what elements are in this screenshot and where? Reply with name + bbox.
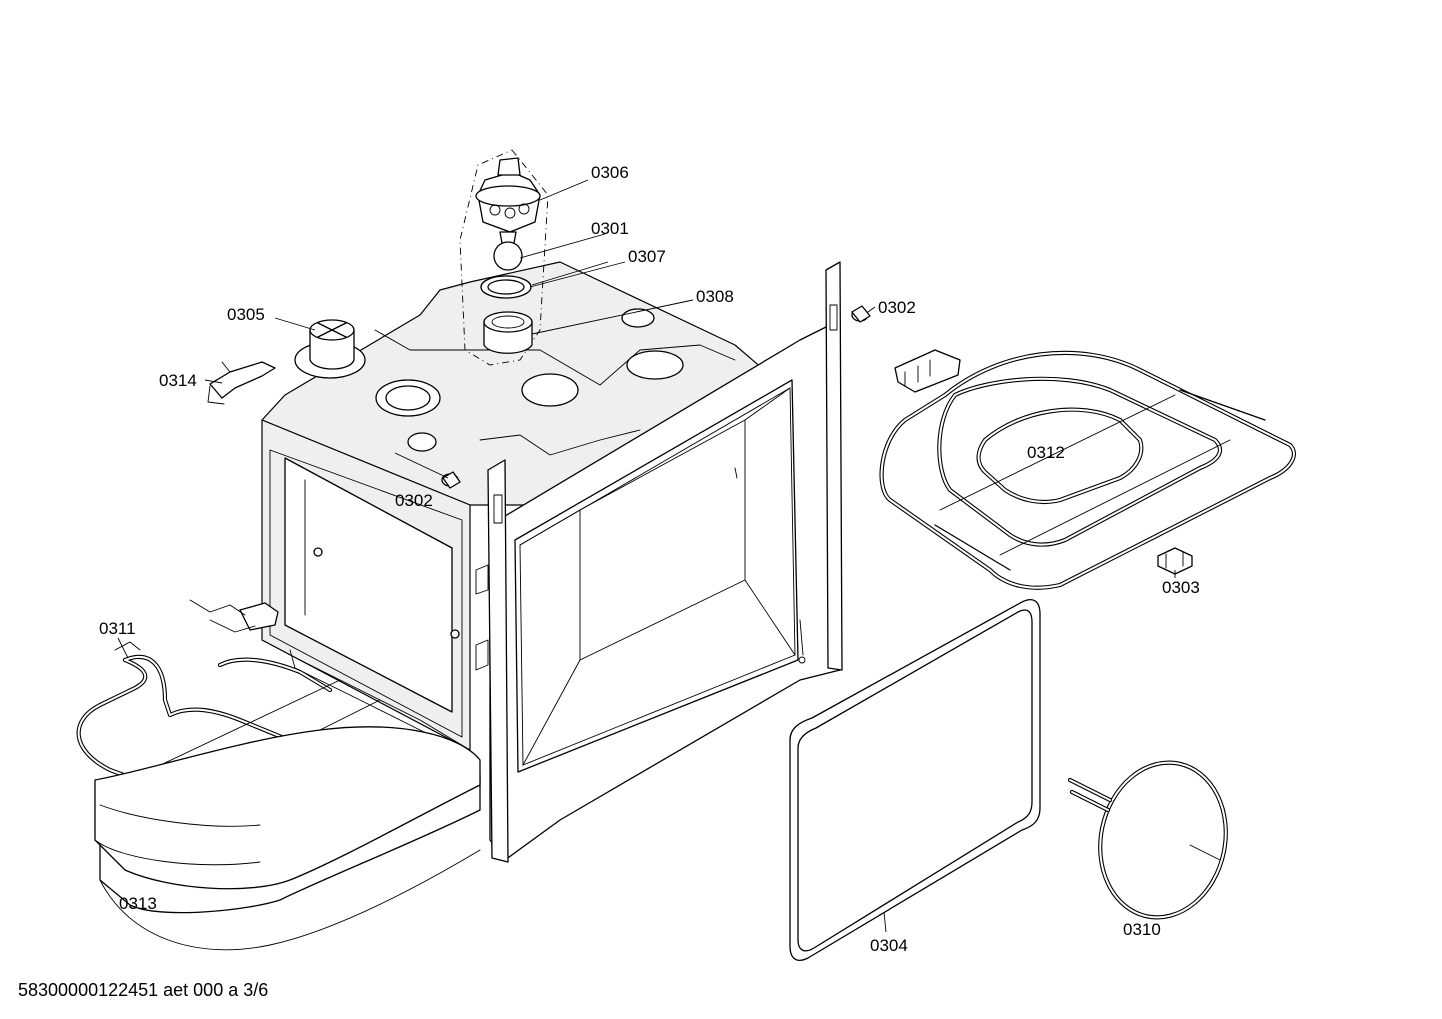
insulation-mat — [94, 726, 481, 951]
lamp-assembly — [459, 149, 549, 366]
label-0308: 0308 — [696, 287, 734, 306]
ring-heating-element — [1067, 760, 1228, 920]
label-0303: 0303 — [1162, 578, 1200, 597]
clip-0314 — [207, 361, 276, 405]
bracket-0303 — [1157, 547, 1193, 575]
label-0312: 0312 — [1027, 443, 1065, 462]
label-0305: 0305 — [227, 305, 265, 324]
label-0302-center: 0302 — [395, 491, 433, 510]
fan-housing — [294, 319, 366, 379]
top-heating-element — [879, 349, 1296, 590]
label-0311: 0311 — [99, 619, 136, 638]
label-0306: 0306 — [591, 163, 629, 182]
leader-lines — [117, 179, 1176, 933]
part-labels: 0306 0301 0307 0308 0305 0314 0302 0302 … — [99, 163, 1200, 955]
label-0310: 0310 — [1123, 920, 1161, 939]
label-0304: 0304 — [870, 936, 908, 955]
door-gasket — [789, 599, 1041, 961]
drawing-reference-code: 58300000122451 aet 000 a 3/6 — [18, 980, 269, 1000]
label-0314: 0314 — [159, 371, 197, 390]
label-0313: 0313 — [119, 894, 157, 913]
label-0302-right: 0302 — [878, 298, 916, 317]
fastener-0302a — [851, 305, 871, 323]
oven-cavity — [261, 261, 843, 863]
label-0307: 0307 — [628, 247, 666, 266]
label-0301: 0301 — [591, 219, 629, 238]
